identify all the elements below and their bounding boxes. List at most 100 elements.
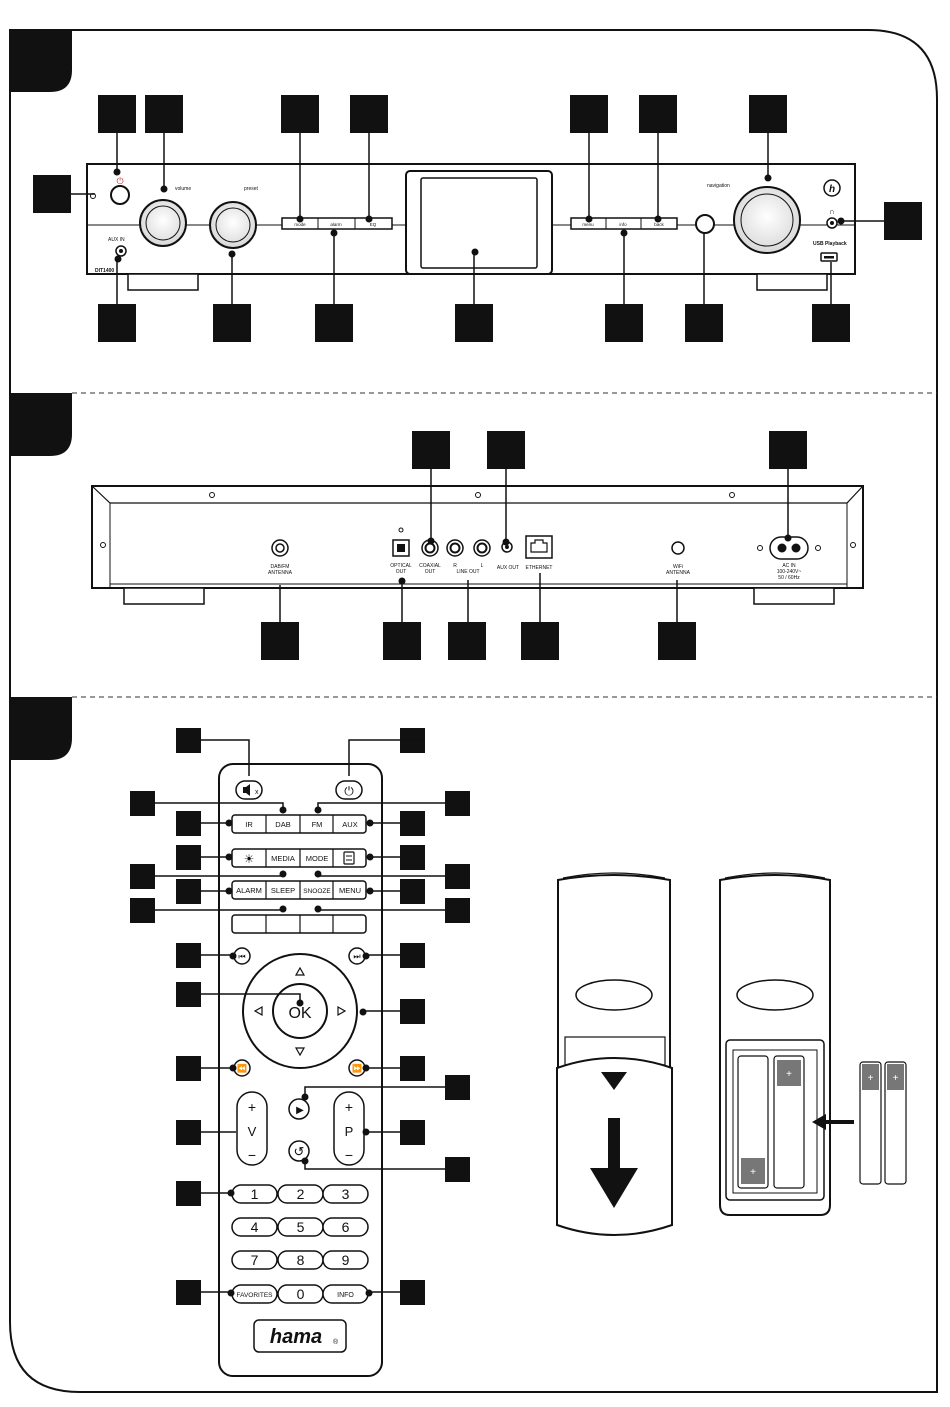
callout-box [400,1280,425,1305]
display-icon [343,851,355,865]
callout-box [315,304,353,342]
callout-box [445,1157,470,1182]
menu-button-label: menu [582,222,594,227]
brand-logo-icon [823,179,841,197]
remote-digit-4: 4 [251,1219,259,1235]
ethernet-port [525,535,553,559]
callout-box [445,791,470,816]
skip-back-icon: ⏮ [238,952,245,961]
remote-digit-4-button [231,1217,278,1237]
callout-dot [362,952,370,960]
line-out-label: LINE OUT [456,569,479,575]
callout-dot [314,870,322,878]
callout-box [769,431,807,469]
rear-panel: DAB/FM ANTENNA OPTICAL OUT COAXIAL OUT R… [91,485,864,605]
remote-volume-rocker [236,1091,268,1166]
insert-arrow-icon [812,1114,826,1130]
callout-box [213,304,251,342]
power-symbol-icon: ⏻ [116,176,123,186]
volume-label: volume [175,186,191,192]
loose-battery-2-plus: + [893,1073,899,1084]
remote-digit-1: 1 [251,1186,259,1202]
callout-dot [228,250,236,258]
svg-text:x: x [255,789,259,796]
remote-key-dab: DAB [275,820,290,829]
coaxial-label-2: OUT [425,569,436,575]
callout-box [400,943,425,968]
callout-box [639,95,677,133]
callout-dot [366,819,374,827]
p-minus: − [345,1147,353,1163]
callout-dot [764,174,772,182]
remote-digit-7-button [231,1250,278,1270]
callout-dot [160,185,168,193]
callout-dot [227,1289,235,1297]
v-minus: − [248,1147,256,1163]
right-button-strip [570,217,678,230]
wifi-label-2: ANTENNA [666,570,691,576]
callout-dot [113,168,121,176]
callout-box [145,95,183,133]
remote-play-pause-button [288,1098,310,1120]
registered-mark: ® [333,1338,339,1346]
callout-dot [362,1064,370,1072]
callout-box [445,1075,470,1100]
optical-label-1: OPTICAL [390,563,412,569]
remote-key-ir: IR [245,820,253,829]
p-label: P [345,1124,354,1139]
zero-label: 0 [297,1286,305,1302]
arrow-left-icon [253,1005,263,1017]
hama-logo: hama [270,1326,322,1348]
v-label: V [248,1124,257,1139]
info-button-label: info [619,222,627,227]
callout-box [412,431,450,469]
slide-down-arrow-icon [590,1168,638,1208]
rear-foot-left [123,587,205,605]
remote-digit-9: 9 [342,1252,350,1268]
callout-box [400,1120,425,1145]
callout-box [98,95,136,133]
callout-box [455,304,493,342]
compartment-battery-2 [773,1055,805,1189]
callout-box [130,898,155,923]
remote-digit-3-button [322,1184,369,1204]
callout-box [400,845,425,870]
callout-dot [314,806,322,814]
headphone-icon: ∩ [829,207,835,216]
callout-dot [279,870,287,878]
navigation-knob [733,186,801,254]
callout-dot [837,217,845,225]
front-foot-right [756,273,828,291]
callout-box [448,622,486,660]
loose-battery-1 [859,1061,882,1185]
rewind-icon: ⏪ [237,1063,247,1073]
remote-key-aux: AUX [342,820,357,829]
remote-digit-3: 3 [342,1186,350,1202]
callout-box [261,622,299,660]
favorites-label: FAVORITES [237,1292,274,1299]
remote-back-ellipse-right [736,979,814,1011]
callout-dot [314,905,322,913]
remote-key-fm: FM [312,820,323,829]
callout-dot [398,577,406,585]
callout-markers [33,95,922,1305]
back-button-label: back [654,222,664,227]
callout-dot [296,999,304,1007]
callout-box [400,1056,425,1081]
callout-box [445,864,470,889]
callout-dot [225,887,233,895]
battery-1-plus: + [750,1167,756,1178]
callout-dot [279,806,287,814]
callout-box [812,304,850,342]
callout-box [749,95,787,133]
callout-dot [301,1157,309,1165]
remote-digit-6-button [322,1217,369,1237]
slide-down-triangle-icon [601,1072,627,1090]
volume-knob [139,199,187,247]
callout-dot [359,1008,367,1016]
callout-box [487,431,525,469]
remote-digit-2: 2 [297,1186,305,1202]
callout-dot [296,215,304,223]
